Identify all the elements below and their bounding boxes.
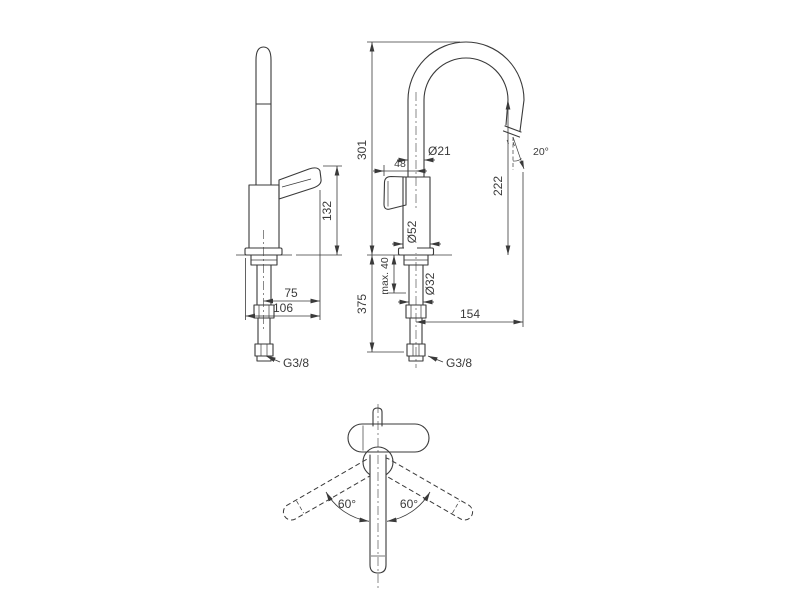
dim-swivel-right-label: 60° — [400, 497, 418, 511]
top-swivel-spout-left — [282, 457, 380, 521]
dim-swivel-left-label: 60° — [338, 497, 356, 511]
dim-front-handle-offset-label: 75 — [284, 286, 298, 300]
side-handle — [383, 175, 407, 210]
side-thread-callout: G3/8 — [427, 355, 472, 370]
dim-spout-diameter: Ø21 — [397, 144, 451, 163]
front-supply-hose — [257, 317, 271, 345]
dim-handle-depth-label: 48 — [394, 158, 406, 170]
dim-spray-angle: 20° — [512, 136, 549, 170]
dim-swivel-arc: 60° 60° — [325, 491, 431, 523]
side-spout-inner — [423, 57, 509, 126]
side-mounting-hardware — [403, 254, 429, 362]
dim-front-depth: 106 — [245, 258, 320, 320]
side-aerator — [502, 125, 522, 147]
dim-max-mounting: max. 40 — [379, 255, 406, 295]
side-spout-outer — [407, 41, 525, 132]
front-thread-label: G3/8 — [283, 356, 309, 370]
dim-hose-length-label: 375 — [355, 294, 369, 314]
dim-front-handle-offset: 75 — [263, 190, 321, 320]
front-spout-pipe — [255, 46, 272, 186]
dim-body-diameter: Ø52 — [392, 211, 441, 253]
front-view: 132 75 106 G3/8 — [236, 46, 342, 370]
top-view: 60° 60° — [282, 404, 474, 590]
top-handle — [347, 423, 430, 453]
dim-outlet-height: 222 — [491, 100, 511, 255]
front-handle — [278, 167, 322, 200]
top-swivel-spout-right — [376, 457, 474, 521]
front-body — [248, 184, 280, 249]
dim-shank-diameter: Ø32 — [398, 272, 437, 305]
dim-hose-length: 375 — [355, 255, 404, 353]
dim-reach: 154 — [416, 172, 524, 327]
dim-max-mounting-label: max. 40 — [379, 257, 391, 295]
dim-outlet-height-label: 222 — [491, 176, 505, 196]
side-view: 20° 301 3 — [355, 41, 549, 370]
front-thread-callout: G3/8 — [265, 355, 309, 370]
dim-reach-label: 154 — [460, 307, 480, 321]
dim-total-height: 301 — [355, 41, 460, 255]
top-lever-tip — [372, 407, 383, 427]
dim-spout-diameter-label: Ø21 — [428, 144, 451, 158]
dim-front-depth-label: 106 — [273, 301, 293, 315]
front-threaded-shank — [256, 264, 272, 306]
dim-handle-depth: 48 — [373, 158, 427, 176]
dim-spray-angle-label: 20° — [533, 146, 549, 158]
dim-body-diameter-label: Ø52 — [405, 220, 419, 243]
dim-total-height-label: 301 — [355, 140, 369, 160]
front-hose-connector — [254, 343, 274, 357]
dim-front-height: 132 — [296, 165, 342, 256]
dim-shank-diameter-label: Ø32 — [423, 272, 437, 295]
top-spout — [369, 454, 387, 574]
side-thread-label: G3/8 — [446, 356, 472, 370]
dim-front-height-label: 132 — [320, 201, 334, 221]
